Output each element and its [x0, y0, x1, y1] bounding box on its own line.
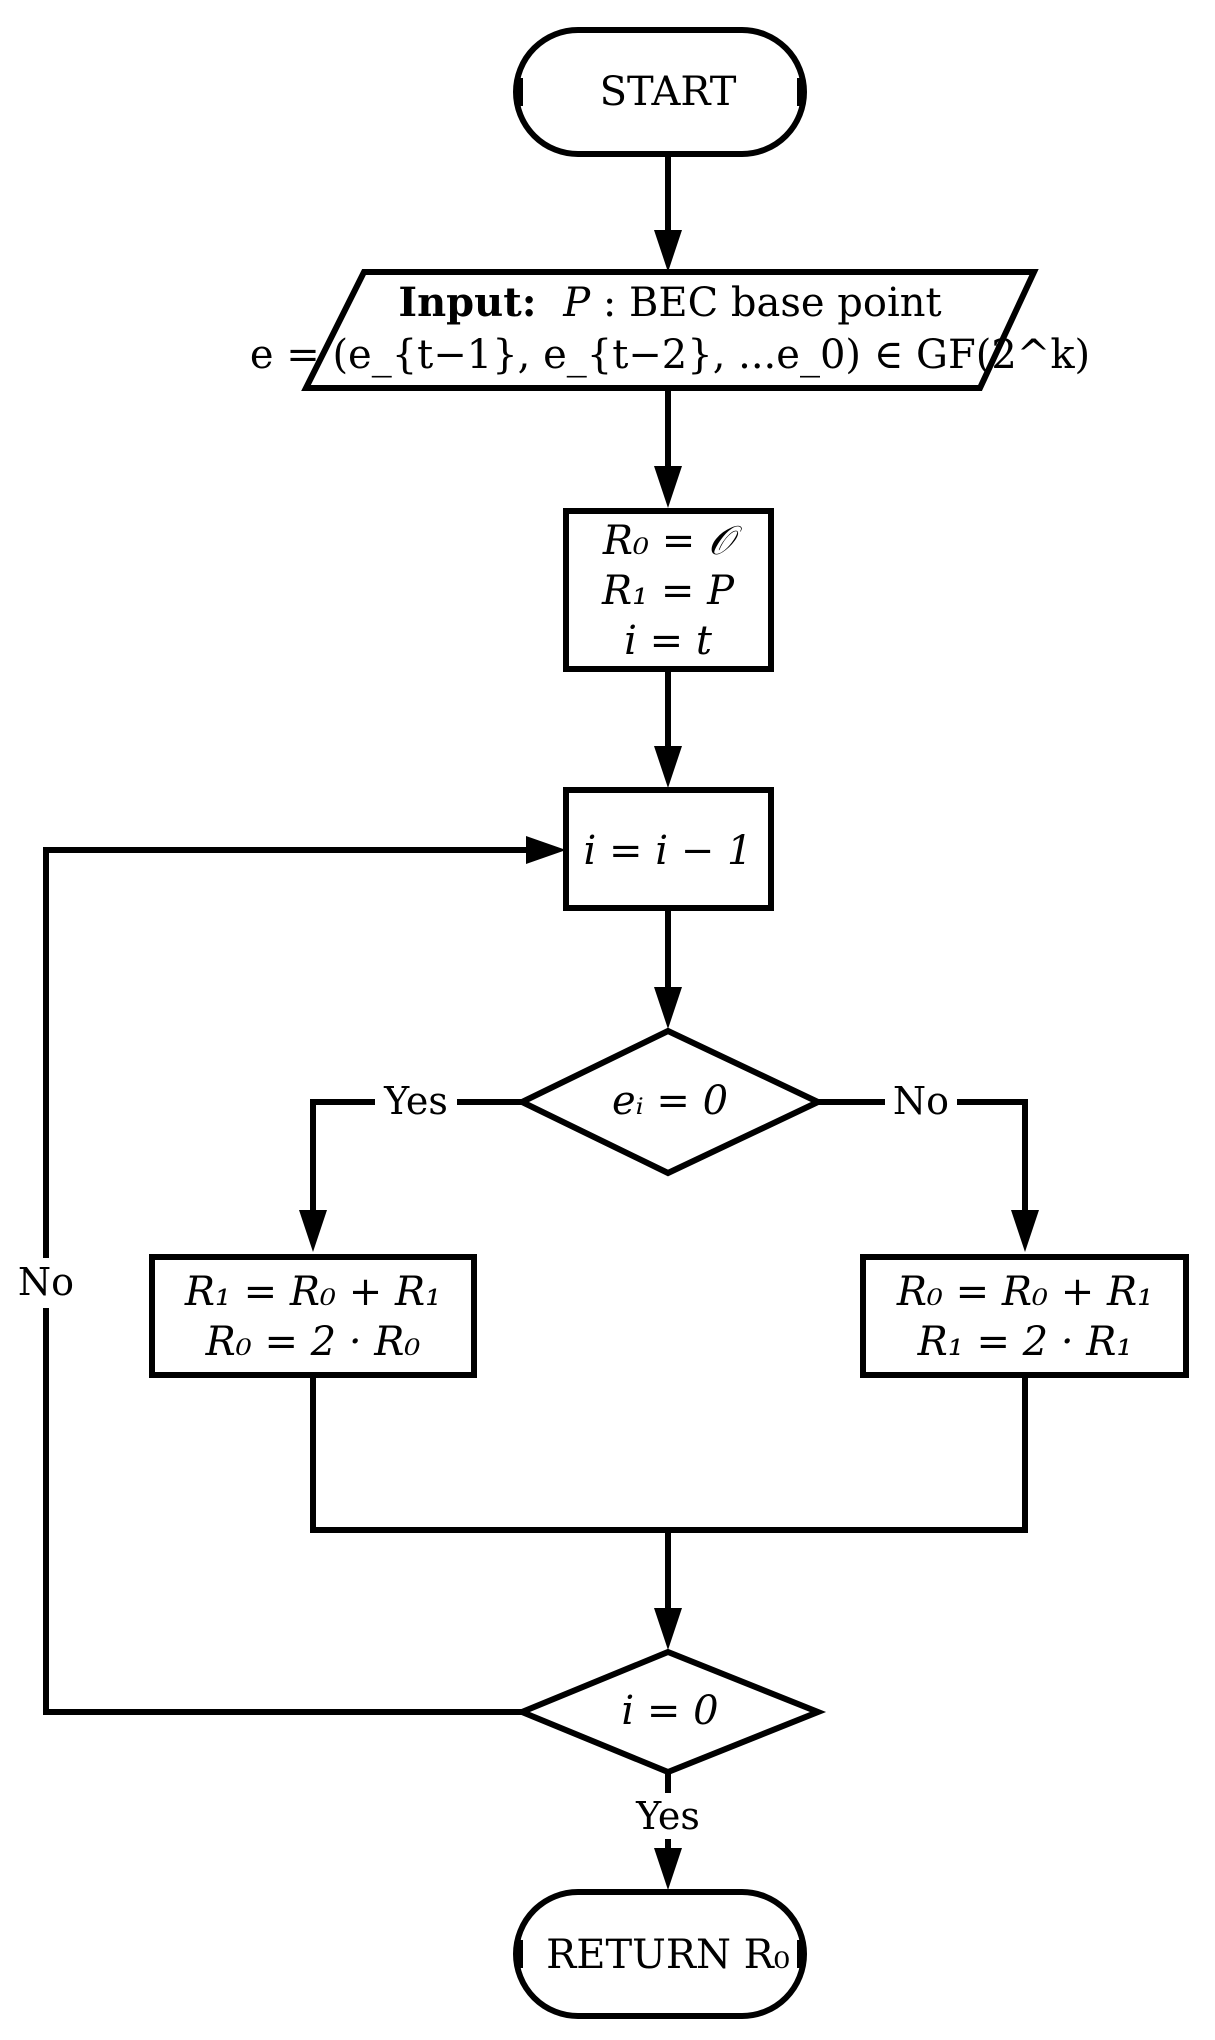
input-bold-label: Input:	[398, 279, 536, 326]
input-var-p: P	[562, 280, 591, 326]
right-process-box	[860, 1254, 1189, 1378]
decision-ei-label: eᵢ = 0	[612, 1078, 728, 1124]
exit-yes-label-bg	[625, 1793, 711, 1839]
decision-ei	[515, 1027, 826, 1177]
decrement-label: i = i − 1	[584, 828, 753, 874]
init-i: i = t	[624, 618, 713, 664]
input-line2: e = (e_{t−1}, e_{t−2}, ...e_0) ∈ GF(2^k)	[250, 332, 1090, 378]
decision-i0-label: i = 0	[621, 1688, 718, 1734]
left-process-box	[149, 1254, 477, 1378]
arrowhead-start-input	[654, 230, 682, 272]
yes-label-bg	[375, 1078, 457, 1126]
init-r1: R₁ = P	[601, 568, 735, 614]
no-label: No	[893, 1079, 949, 1123]
start-label: START	[600, 69, 737, 115]
left-line2: R₀ = 2 · R₀	[205, 1319, 421, 1365]
input-line1: Input: P : BEC base point	[398, 279, 941, 326]
exit-yes-label: Yes	[635, 1794, 700, 1838]
arrowhead-decrement-decision	[654, 987, 682, 1029]
input-parallelogram	[301, 269, 1039, 391]
arrowhead-loop-back	[526, 836, 566, 864]
end-label: RETURN R₀	[546, 1932, 790, 1978]
arrowhead-decision-yes	[299, 1210, 327, 1252]
loop-no-label-bg	[12, 1258, 80, 1308]
input-line1-text: : BEC base point	[590, 280, 942, 326]
right-line2: R₁ = 2 · R₁	[917, 1319, 1133, 1365]
left-line1: R₁ = R₀ + R₁	[184, 1269, 441, 1315]
edge-merge	[310, 1375, 1028, 1533]
arrowhead-input-init	[654, 466, 682, 508]
arrowhead-merge-decision	[654, 1608, 682, 1650]
start-terminal	[513, 27, 807, 157]
end-terminal	[513, 1889, 807, 2019]
decrement-box	[563, 787, 774, 911]
no-label-bg	[885, 1078, 957, 1126]
arrowhead-init-decrement	[654, 746, 682, 788]
arrowhead-decision-no	[1011, 1210, 1039, 1252]
loop-no-label: No	[18, 1260, 74, 1304]
right-line1: R₀ = R₀ + R₁	[896, 1269, 1153, 1315]
arrowhead-exit	[654, 1848, 682, 1890]
yes-label: Yes	[383, 1079, 448, 1123]
init-r0: R₀ = 𝒪	[602, 518, 743, 564]
